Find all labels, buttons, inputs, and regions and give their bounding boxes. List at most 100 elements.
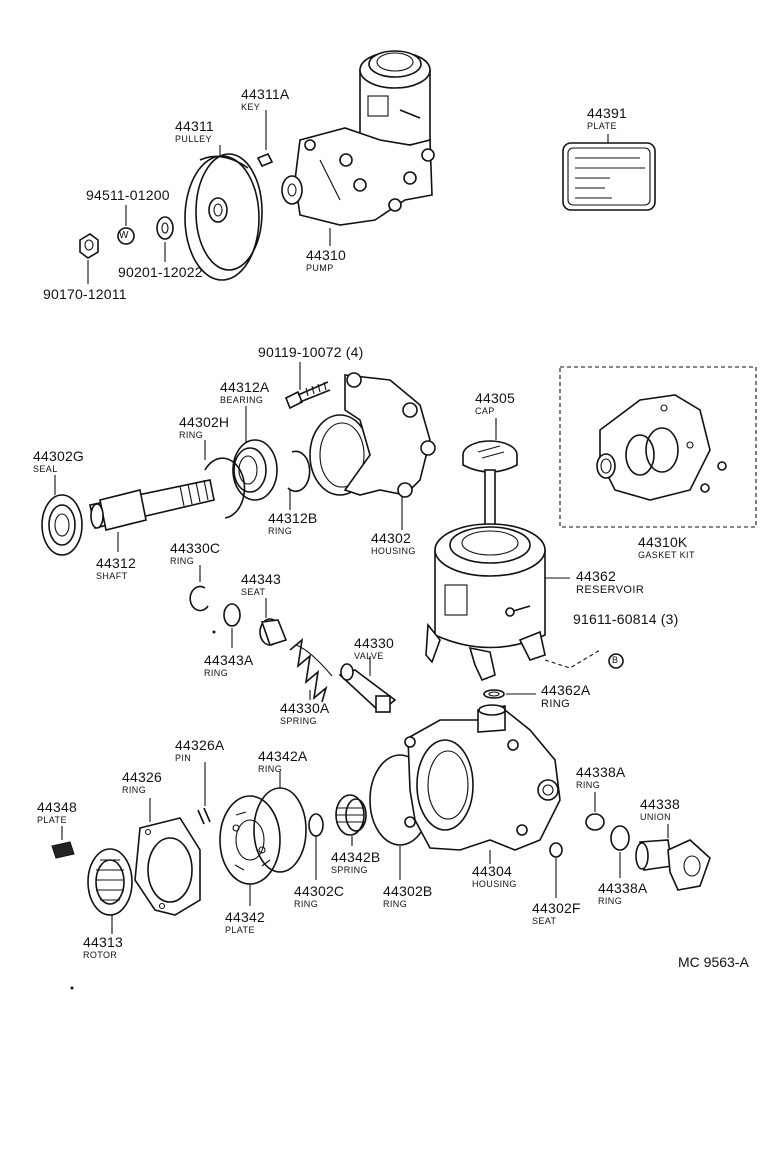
part-number: 44342 (225, 909, 265, 925)
label-44348: 44348 PLATE (37, 800, 77, 825)
part-number: 44330A (280, 700, 330, 716)
part-number: 44330 (354, 635, 394, 651)
rear-housing-drawing (404, 704, 561, 851)
label-90119-10072: 90119-10072 (4) (258, 345, 363, 359)
o-ring-343a-drawing (223, 603, 241, 627)
label-44311A: 44311A KEY (241, 87, 289, 112)
bolt-ref-marker: B (612, 655, 619, 665)
rotor-drawing (87, 848, 133, 916)
part-number: 44312B (268, 510, 318, 526)
part-number: 44342B (331, 849, 381, 865)
part-name: BEARING (220, 395, 264, 405)
front-housing-drawing (309, 372, 436, 498)
part-number: 44326 (122, 769, 162, 785)
label-90170-12011: 90170-12011 (43, 287, 127, 301)
part-number: 44302F (532, 900, 581, 916)
key-drawing (256, 152, 274, 168)
label-44302H: 44302H RING (179, 415, 229, 440)
label-44338: 44338 UNION (640, 797, 680, 822)
label-44302G: 44302G SEAL (33, 449, 84, 474)
part-name: SPRING (280, 716, 317, 726)
part-name: SPRING (331, 865, 368, 875)
part-number: 44305 (475, 390, 515, 406)
shaft-drawing (89, 479, 215, 531)
part-name: PIN (175, 753, 192, 763)
nut-drawing (79, 233, 99, 259)
part-name: PULLEY (175, 134, 212, 144)
label-44330A: 44330A SPRING (280, 701, 329, 726)
label-44311: 44311 PULLEY (175, 119, 214, 144)
label-44312A: 44312A BEARING (220, 380, 269, 405)
label-44342A: 44342A RING (258, 749, 307, 774)
part-name: RING (576, 780, 601, 790)
label-44326: 44326 RING (122, 770, 162, 795)
part-name: PUMP (306, 263, 334, 273)
cap-drawing (462, 440, 518, 529)
part-name: RING (268, 526, 293, 536)
o-ring-small-drawing (483, 689, 505, 699)
part-number: 44302C (294, 883, 345, 899)
part-name: SHAFT (96, 571, 128, 581)
pin-drawing (197, 807, 211, 825)
ring-h-drawing (204, 457, 246, 519)
label-44305: 44305 CAP (475, 391, 515, 416)
part-number: 44338 (640, 796, 680, 812)
seat-f-drawing (549, 842, 563, 858)
part-number: 44338A (598, 880, 648, 896)
pressure-plate-drawing (219, 795, 281, 885)
part-number: 44302B (383, 883, 433, 899)
part-name: RING (383, 899, 408, 909)
part-name: SEAT (532, 916, 557, 926)
part-name: HOUSING (472, 879, 517, 889)
label-44310: 44310 PUMP (306, 248, 346, 273)
label-44342: 44342 PLATE (225, 910, 265, 935)
part-number: 44343 (241, 571, 281, 587)
label-44310K: 44310K GASKET KIT (638, 535, 695, 560)
label-44343A: 44343A RING (204, 653, 253, 678)
label-44362A: 44362A RING (541, 683, 590, 710)
part-name: PLATE (587, 121, 617, 131)
part-number: 44302H (179, 414, 230, 430)
plate-drawing (562, 142, 656, 211)
gasket-kit-drawing (559, 366, 757, 528)
part-name: RING (179, 430, 204, 440)
part-number: 44313 (83, 934, 123, 950)
part-name: RESERVOIR (576, 584, 645, 596)
part-name: UNION (640, 812, 671, 822)
label-44302C: 44302C RING (294, 884, 344, 909)
spring-drawing (289, 638, 333, 703)
part-number: 44326A (175, 737, 225, 753)
part-name: GASKET KIT (638, 550, 695, 560)
part-number: 44312A (220, 379, 270, 395)
part-number: 94511-01200 (86, 187, 170, 203)
label-44304: 44304 HOUSING (472, 864, 517, 889)
reservoir-drawing (425, 523, 546, 682)
part-number: 44311 (175, 118, 214, 134)
label-94511-01200: 94511-01200 (86, 188, 170, 202)
part-number: 44310 (306, 247, 346, 263)
part-number: 44330C (170, 540, 221, 556)
part-number: 90201-12022 (118, 264, 203, 280)
part-name: VALVE (354, 651, 384, 661)
label-44343: 44343 SEAT (241, 572, 281, 597)
union-fitting-drawing (635, 839, 711, 891)
washer-marker: W (119, 230, 129, 241)
diagram-code: MC 9563-A (678, 954, 749, 970)
label-44330C: 44330C RING (170, 541, 220, 566)
label-44391: 44391 PLATE (587, 106, 627, 131)
part-name: RING (122, 785, 147, 795)
bolt-drawing (284, 381, 331, 410)
part-name: ROTOR (83, 950, 118, 960)
part-number: 44302 (371, 530, 411, 546)
small-o-ring-c-drawing (308, 813, 324, 837)
label-90201-12022: 90201-12022 (118, 265, 203, 279)
part-name: SEAL (33, 464, 58, 474)
part-name: HOUSING (371, 546, 416, 556)
part-number: 44391 (587, 105, 627, 121)
part-name: PLATE (225, 925, 255, 935)
part-number: 44362A (541, 682, 591, 698)
part-number: 44362 (576, 568, 616, 584)
part-name: RING (541, 698, 571, 710)
